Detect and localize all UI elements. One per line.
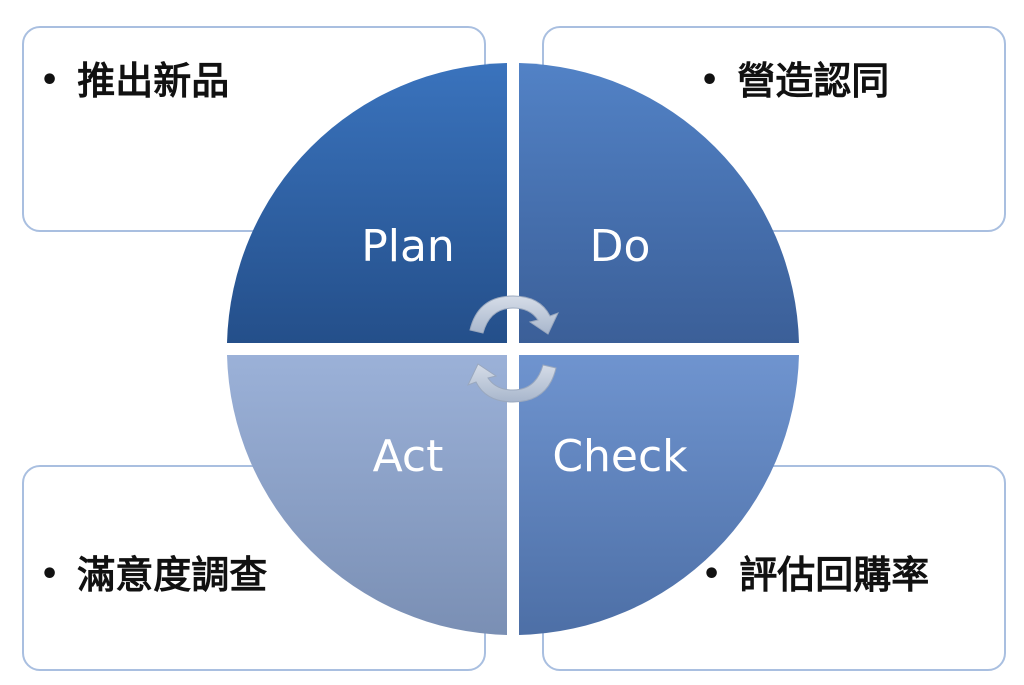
act-quadrant[interactable] bbox=[227, 355, 507, 635]
plan-note: • 推出新品 bbox=[40, 62, 229, 100]
plan-quadrant[interactable] bbox=[227, 63, 507, 343]
check-label: Check bbox=[552, 431, 688, 482]
do-note-text: 營造認同 bbox=[737, 59, 890, 103]
plan-label: Plan bbox=[361, 221, 455, 272]
bullet-icon: • bbox=[40, 557, 60, 592]
check-note-text: 評估回購率 bbox=[739, 553, 930, 597]
bullet-icon: • bbox=[40, 63, 60, 98]
act-note: • 滿意度調查 bbox=[40, 556, 267, 594]
do-label: Do bbox=[590, 221, 651, 272]
bullet-icon: • bbox=[702, 557, 722, 592]
do-quadrant[interactable] bbox=[519, 63, 799, 343]
check-note: • 評估回購率 bbox=[702, 556, 929, 594]
do-note: • 營造認同 bbox=[700, 62, 889, 100]
check-quadrant[interactable] bbox=[519, 355, 799, 635]
bullet-icon: • bbox=[700, 63, 720, 98]
act-label: Act bbox=[373, 431, 444, 482]
plan-note-text: 推出新品 bbox=[77, 59, 230, 103]
cycle-arrow-icon bbox=[467, 295, 559, 403]
act-note-text: 滿意度調查 bbox=[77, 553, 268, 597]
